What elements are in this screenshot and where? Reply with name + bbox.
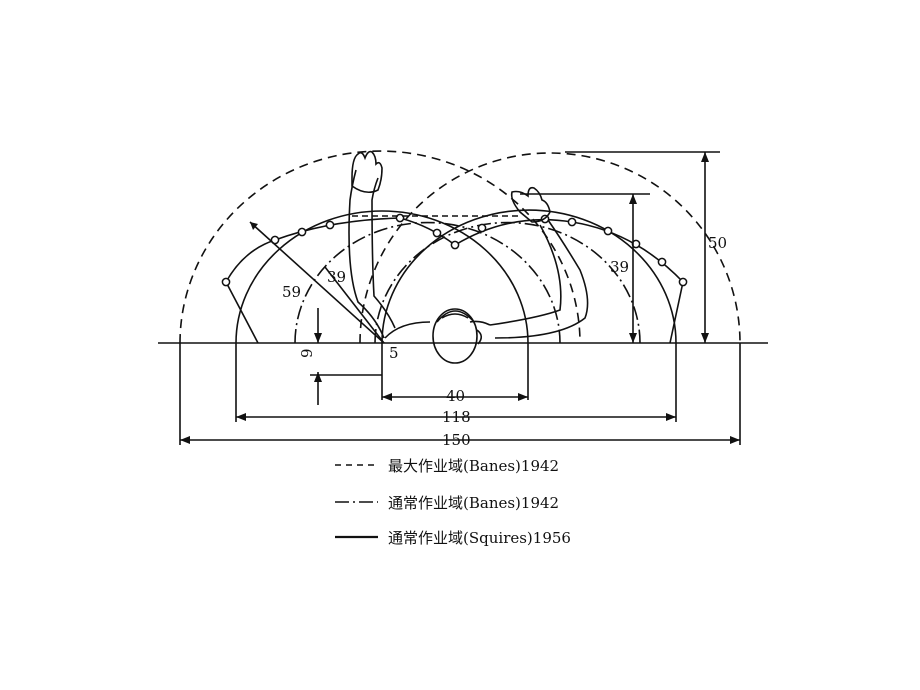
dim-label-39-right: 39 bbox=[610, 258, 629, 276]
legend: 最大作业域(Banes)1942 通常作业域(Banes)1942 通常作业域(… bbox=[335, 457, 571, 547]
person-hair bbox=[436, 310, 475, 323]
person-shoulders bbox=[384, 320, 491, 339]
dim-label-40: 40 bbox=[446, 387, 465, 405]
legend-label-normal-banes: 通常作业域(Banes)1942 bbox=[388, 494, 559, 512]
dim-label-9: 9 bbox=[298, 348, 316, 358]
max-area-right-arc bbox=[359, 152, 741, 344]
normal-area-banes-right-arc bbox=[374, 221, 641, 344]
person-right-hand bbox=[510, 186, 551, 223]
squires-markers bbox=[221, 213, 688, 287]
max-area-left-arc bbox=[179, 150, 581, 344]
dim-label-5: 5 bbox=[389, 344, 399, 362]
dim-label-39-radius: 39 bbox=[327, 268, 346, 286]
dim-label-50: 50 bbox=[708, 234, 727, 252]
dim-label-118: 118 bbox=[442, 408, 471, 426]
arrowheads bbox=[180, 152, 740, 444]
person-ear bbox=[476, 329, 483, 345]
squires-left-arc bbox=[235, 210, 529, 344]
radius-59-line bbox=[249, 221, 385, 344]
dim-label-150: 150 bbox=[442, 431, 471, 449]
person-right-arm bbox=[489, 219, 589, 339]
person-left-arm bbox=[348, 169, 396, 339]
squires-right-arc bbox=[381, 209, 677, 344]
person-head bbox=[432, 308, 478, 364]
legend-label-normal-squires: 通常作业域(Squires)1956 bbox=[388, 529, 571, 547]
normal-area-banes-left-arc bbox=[294, 221, 561, 344]
radius-39-line bbox=[324, 266, 385, 344]
dim-label-59: 59 bbox=[282, 283, 301, 301]
legend-label-max-area: 最大作业域(Banes)1942 bbox=[388, 457, 559, 475]
person-left-hand bbox=[351, 150, 383, 194]
